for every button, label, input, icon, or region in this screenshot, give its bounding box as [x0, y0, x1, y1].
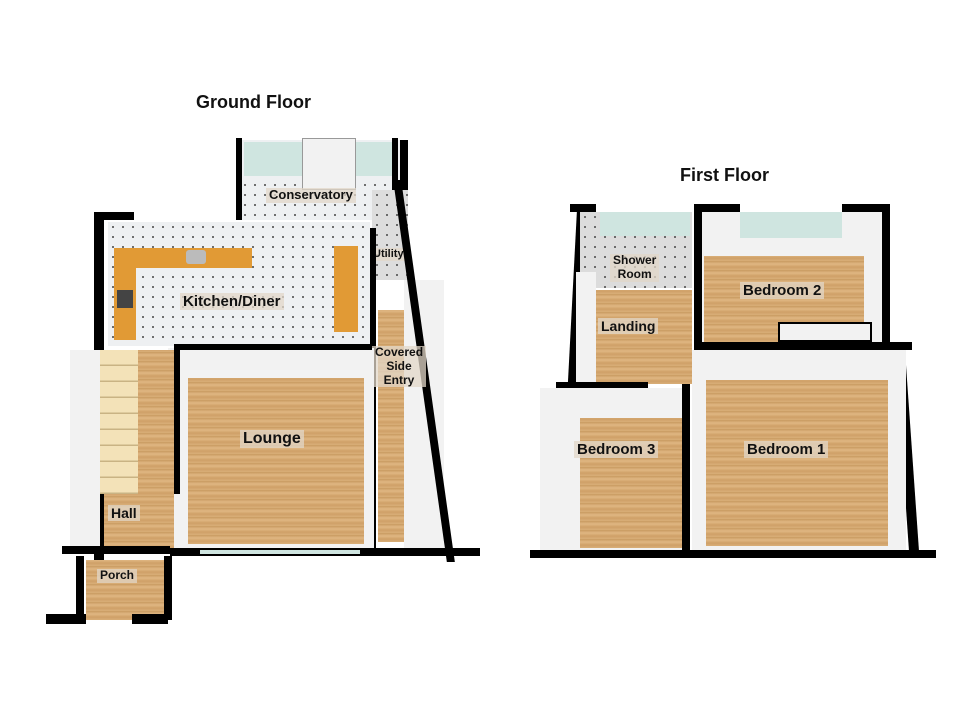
label-line: Covered [375, 345, 424, 359]
utility-label: Utility [370, 248, 407, 261]
side-entry-wall [404, 280, 444, 550]
bedroom-3-label: Bedroom 3 [574, 441, 659, 459]
bedroom-1-room [706, 380, 888, 546]
porch-label: Porch [97, 568, 138, 583]
lounge-room [188, 378, 364, 544]
shower-room-label: Shower Room [610, 253, 660, 282]
window [740, 212, 842, 238]
covered-side-entry-label: Covered Side Entry [372, 345, 427, 388]
ground-floor-title: Ground Floor [196, 92, 311, 112]
wall [570, 204, 596, 212]
bedroom-3-room [580, 418, 684, 548]
wall [556, 382, 648, 388]
label-line: Room [617, 266, 652, 281]
sink-icon [186, 250, 206, 264]
conservatory-label: Conservatory [266, 187, 356, 203]
wall [236, 138, 242, 220]
landing-side-wall [576, 272, 596, 382]
hall-side-wall [70, 350, 100, 546]
wall [842, 204, 888, 212]
wall [62, 546, 170, 554]
label-line: Entry [383, 372, 415, 387]
wardrobe [778, 322, 872, 342]
landing-room [590, 290, 692, 384]
wall [880, 204, 890, 350]
bedroom-2-label: Bedroom 2 [740, 282, 825, 300]
hob-icon [117, 290, 133, 308]
patio-door-icon [302, 138, 356, 190]
label-line: Shower [613, 253, 657, 267]
bedroom-1-label: Bedroom 1 [744, 441, 829, 459]
wall [694, 204, 740, 212]
wall [530, 550, 936, 558]
label-line: Side [386, 358, 412, 373]
kitchen-diner-label: Kitchen/Diner [180, 293, 284, 311]
wall [682, 384, 690, 552]
wall [94, 212, 134, 220]
kitchen-worktop [334, 246, 358, 332]
kitchen-diner-room [108, 222, 370, 346]
wall [46, 614, 86, 624]
wall [392, 138, 398, 198]
wall [76, 556, 84, 622]
first-floor-title: First Floor [680, 165, 769, 185]
wall [694, 204, 702, 350]
wall [132, 614, 168, 624]
wall [174, 344, 180, 494]
wall [694, 342, 912, 350]
landing-label: Landing [598, 318, 659, 335]
lounge-label: Lounge [240, 430, 304, 449]
wall [164, 556, 172, 620]
hall-label: Hall [108, 505, 140, 522]
window [600, 212, 690, 236]
wall [176, 344, 372, 350]
window [200, 550, 360, 554]
wall [400, 140, 408, 190]
